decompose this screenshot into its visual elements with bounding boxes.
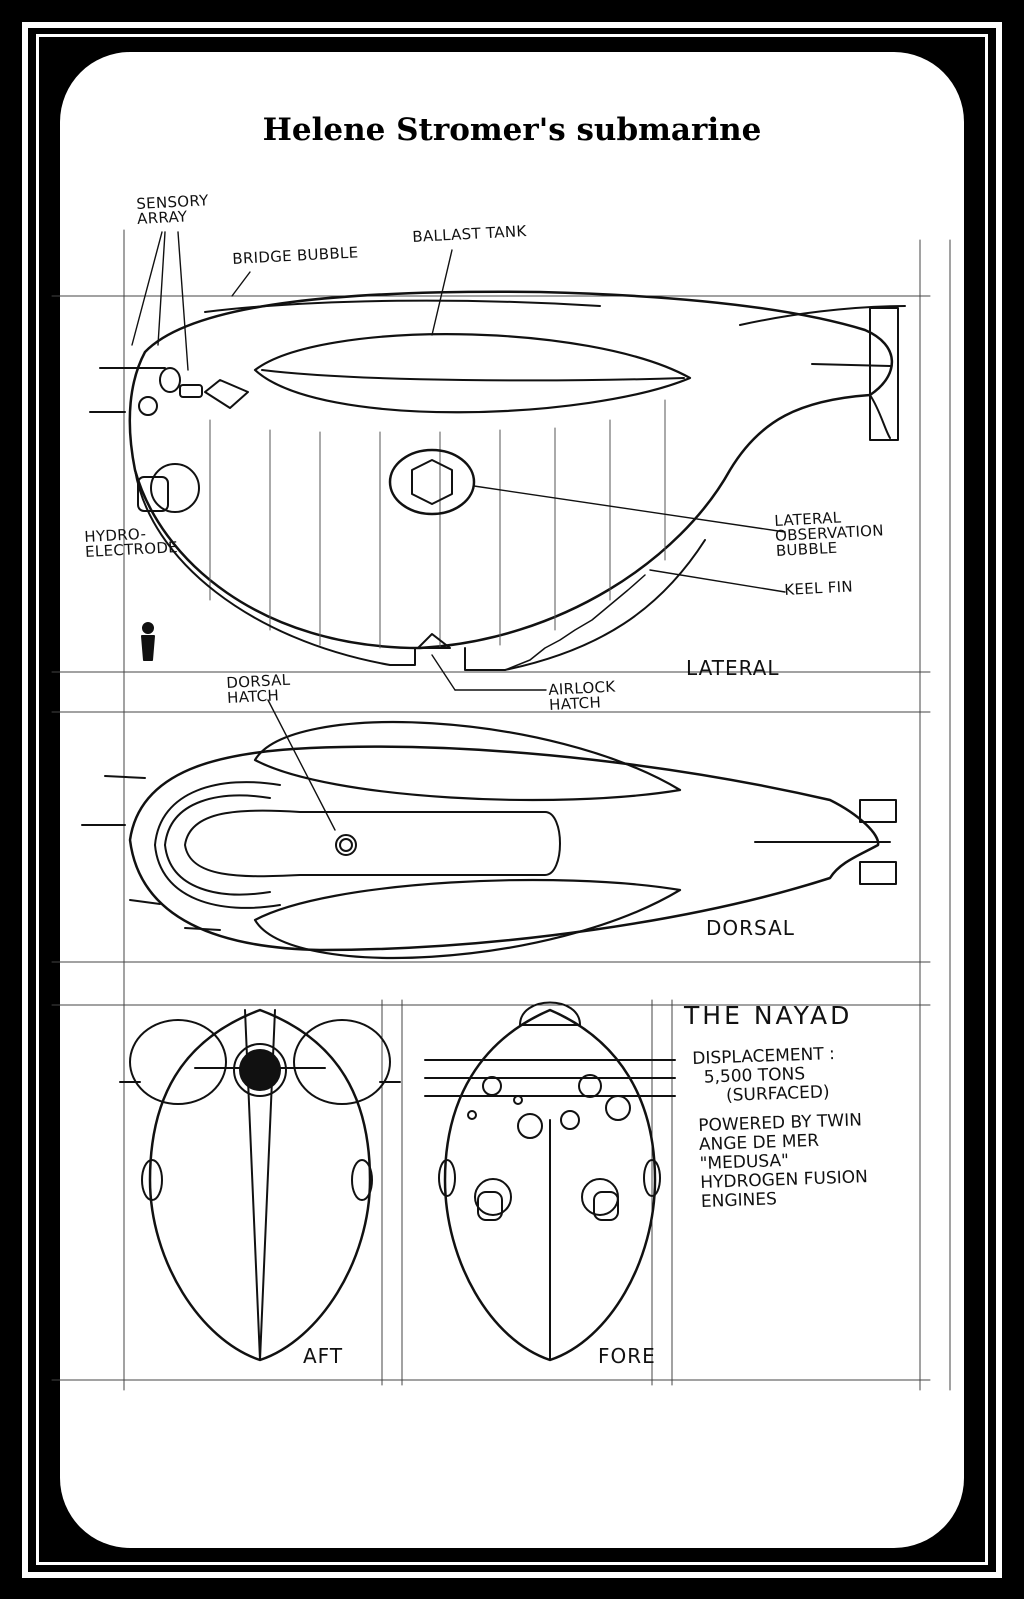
- dorsal-view: [81, 721, 897, 959]
- label-hydro-electrode: HYDRO- ELECTRODE: [83, 524, 179, 561]
- aft-view: [119, 1008, 401, 1362]
- spec-displacement: DISPLACEMENT : 5,500 TONS (SURFACED): [691, 1044, 836, 1108]
- spec-ship-name: THE NAYAD: [684, 1001, 853, 1030]
- label-aft: AFT: [303, 1344, 344, 1368]
- inner-frame-border: [36, 34, 988, 1565]
- label-lateral: LATERAL: [686, 656, 780, 680]
- label-sensory-array: SENSORY ARRAY: [135, 191, 210, 228]
- label-lateral-observation-bubble: LATERAL OBSERVATION BUBBLE: [773, 508, 885, 560]
- label-dorsal-hatch: DORSAL HATCH: [225, 670, 291, 707]
- grid-lines: [51, 229, 951, 1391]
- label-airlock-hatch: AIRLOCK HATCH: [547, 677, 616, 714]
- label-keel-fin: KEEL FIN: [783, 577, 854, 599]
- label-dorsal: DORSAL: [706, 916, 795, 940]
- outer-frame-border: [22, 22, 1002, 1578]
- spec-powered-by: POWERED BY TWIN ANGE DE MER "MEDUSA" HYD…: [697, 1110, 869, 1213]
- fore-view: [424, 1001, 676, 1362]
- leader-lines: [131, 231, 786, 831]
- label-fore: FORE: [598, 1344, 656, 1368]
- page-title: Helene Stromer's submarine: [262, 112, 762, 148]
- lateral-view: [89, 290, 906, 671]
